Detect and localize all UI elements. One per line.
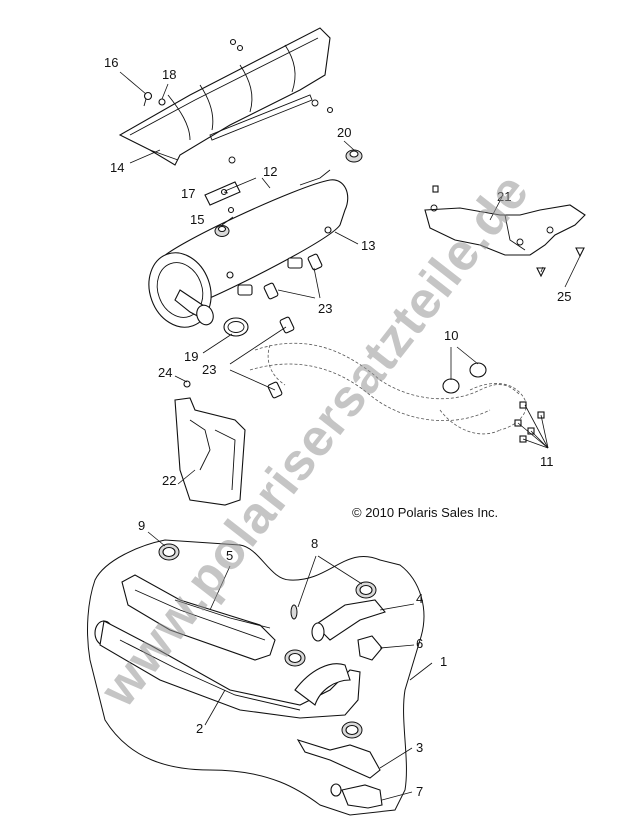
heat-shield-part-14: [118, 27, 331, 166]
callout-23-lower: 23: [202, 362, 216, 377]
muffler-part-13: [148, 169, 349, 328]
grommet-15: [214, 225, 230, 237]
outlet-tube: [174, 289, 214, 326]
callout-8: 8: [311, 536, 318, 551]
callout-labels: 1 2 3 4 5 6 7 8 9 10 11 12 13 14 15 16 1…: [104, 55, 571, 799]
callout-20: 20: [337, 125, 351, 140]
clip-top-right: [432, 185, 439, 193]
callout-18: 18: [162, 67, 176, 82]
grommet-20: [345, 149, 363, 163]
clamp-9: [158, 543, 180, 561]
clip-18: [158, 98, 166, 106]
bolt-16: [143, 91, 153, 107]
gasket-10: [442, 362, 487, 394]
callout-9: 9: [138, 518, 145, 533]
callout-12: 12: [263, 164, 277, 179]
copyright-notice: © 2010 Polaris Sales Inc.: [352, 505, 499, 520]
pipe-part-3: [296, 739, 381, 779]
pipe-part-2: [94, 620, 361, 719]
gasket-ring-19: [223, 317, 249, 337]
spring-23-lower: [267, 316, 295, 399]
callout-6: 6: [416, 636, 423, 651]
callout-2: 2: [196, 721, 203, 736]
kit-outline-part-1: [87, 539, 425, 816]
callout-14: 14: [110, 160, 124, 175]
callout-19: 19: [184, 349, 198, 364]
bolts-11: [514, 401, 545, 443]
pipe-part-5: [121, 574, 276, 661]
leader-lines: [119, 71, 581, 801]
pipe-part-7: [330, 783, 383, 809]
callout-23-upper: 23: [318, 301, 332, 316]
callout-15: 15: [190, 212, 204, 227]
spring-23-upper: [263, 253, 323, 300]
bracket-part-21: [424, 204, 586, 256]
callout-13: 13: [361, 238, 375, 253]
header-pipe-ghost: [249, 342, 527, 435]
callout-16: 16: [104, 55, 118, 70]
callout-22: 22: [162, 473, 176, 488]
bracket-part-22: [174, 397, 246, 506]
callout-21: 21: [497, 189, 511, 204]
callout-17: 17: [181, 186, 195, 201]
sensor-part-6: [357, 635, 383, 661]
callout-5: 5: [226, 548, 233, 563]
callout-7: 7: [416, 784, 423, 799]
callout-4: 4: [416, 591, 423, 606]
callout-3: 3: [416, 740, 423, 755]
callout-10: 10: [444, 328, 458, 343]
callout-25: 25: [557, 289, 571, 304]
pipe-part-4: [311, 599, 386, 642]
callout-11: 11: [540, 454, 554, 469]
callout-24: 24: [158, 365, 172, 380]
fasteners-top: [229, 38, 334, 114]
clamps-8: [284, 581, 377, 739]
callout-1: 1: [440, 654, 447, 669]
bolt-24: [183, 380, 191, 388]
